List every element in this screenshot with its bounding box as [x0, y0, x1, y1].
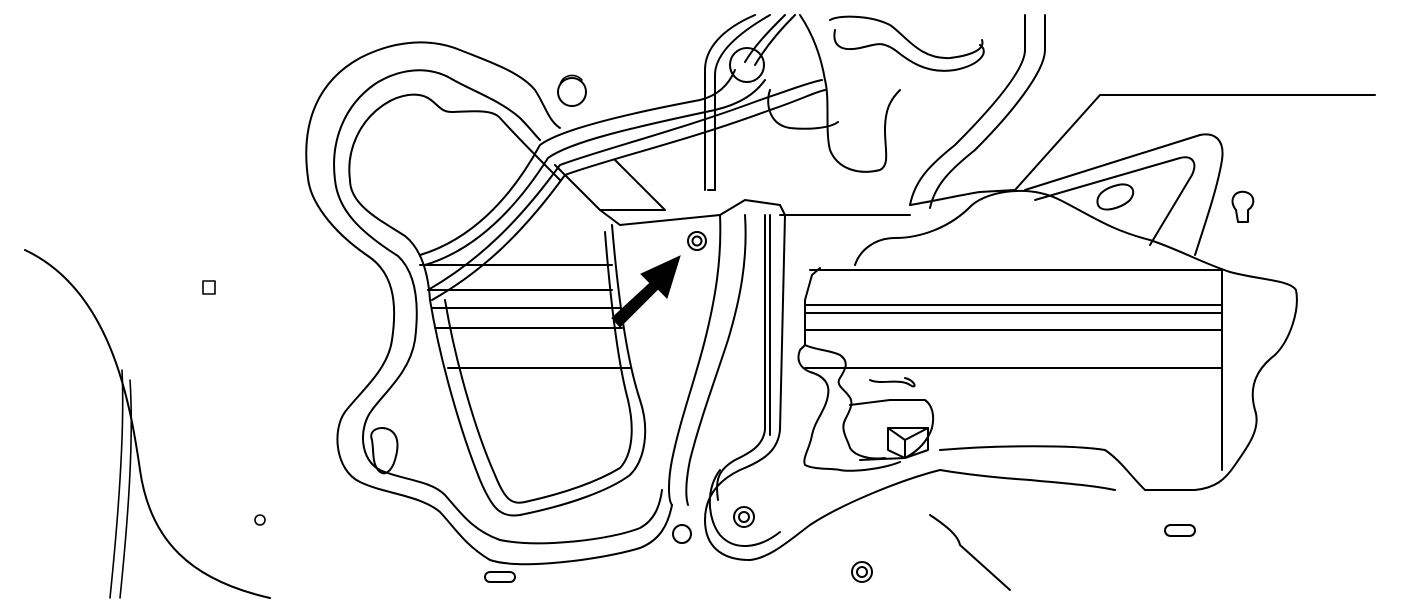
small-hole	[254, 514, 266, 526]
center-pillar	[599, 199, 941, 561]
arrow-icon	[611, 255, 681, 328]
outer-trim-panel	[305, 41, 673, 566]
left-wheel-arch	[24, 249, 271, 599]
fastener-holes	[484, 506, 1196, 583]
target-clip	[687, 231, 707, 251]
square-clip	[202, 280, 216, 295]
horizontal-rails	[419, 264, 1223, 369]
upper-bracket	[767, 14, 1046, 209]
right-door-panel	[797, 94, 1376, 591]
upper-tube-loops	[557, 14, 796, 191]
